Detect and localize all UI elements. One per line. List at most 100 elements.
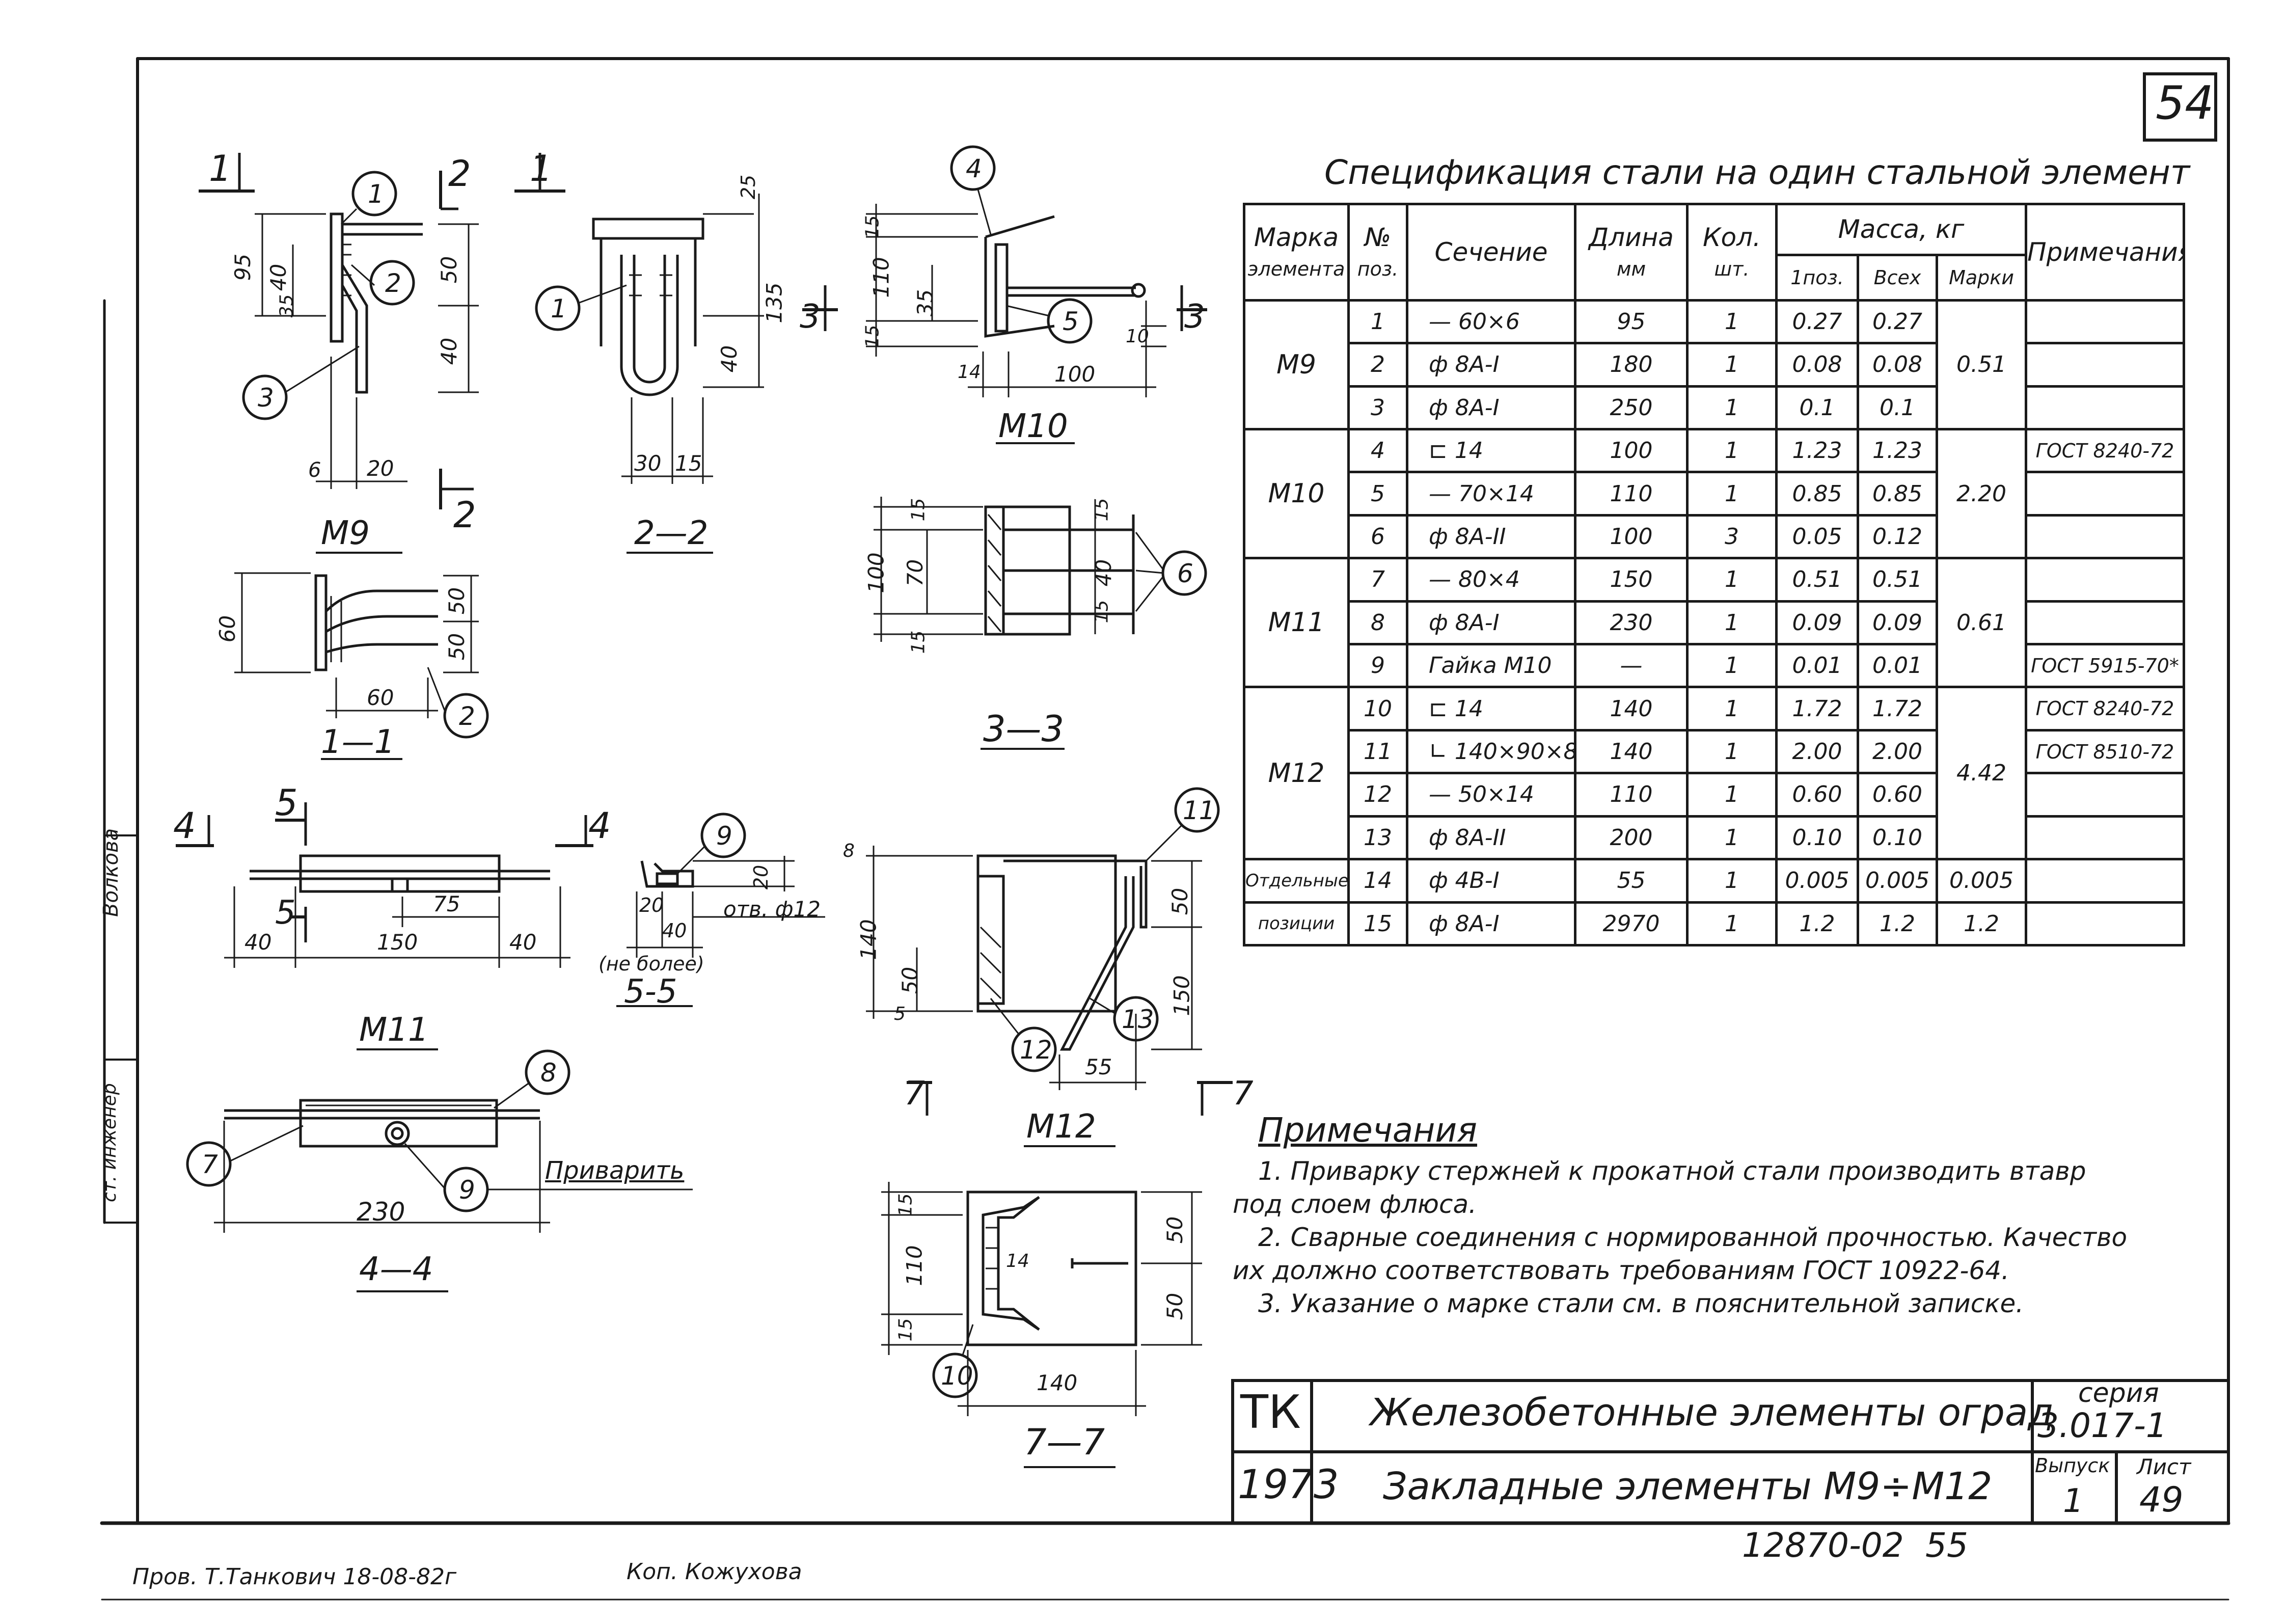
tb-series-label: серия [2078,1378,2159,1409]
m10-dim-15: 15 [862,215,883,239]
s55-hole: отв. ф12 [723,897,821,922]
cell-note: ГОСТ 8240-72 [2025,686,2185,732]
cell-length: 140 [1574,728,1689,775]
m12-dim-50b: 50 [1167,887,1193,915]
m11-dim-150: 150 [377,930,418,955]
cell-mass-1pos: 0.51 [1775,557,1859,603]
tb-series: 3.017-1 [2037,1406,2167,1445]
cell-pos: 8 [1347,600,1408,646]
s11-label: 1—1 [321,723,395,761]
cell-mass-mark: 1.2 [1936,901,2027,946]
callout-12: 12 [1020,1035,1052,1065]
section-4-4-drawing [186,1049,693,1292]
cell-length: — [1574,643,1689,689]
cell-qty: 1 [1686,772,1778,818]
section-mark-2b: 2 [453,494,476,536]
s77-label: 7—7 [1024,1421,1105,1463]
col-section: Сечение [1406,203,1576,302]
cell-pos: 13 [1347,815,1408,861]
cell-section: ф 8А-I [1406,600,1576,646]
m11-dim-40: 40 [244,930,272,955]
cell-note [2025,513,2185,560]
cell-qty: 1 [1686,385,1778,431]
cell-note [2025,299,2185,345]
callout-10: 10 [941,1361,973,1391]
col-mass-all: Всех [1857,253,1938,302]
cell-section: — 70×14 [1406,471,1576,517]
cell-mass-1pos: 0.01 [1775,643,1859,689]
cell-mass-all: 0.01 [1857,643,1938,689]
m12-dim-55: 55 [1085,1054,1112,1079]
m10-dim-110: 110 [868,257,894,298]
s22-dim-25: 25 [737,174,760,200]
cell-pos: 12 [1347,772,1408,818]
s11-dim-60: 60 [215,615,240,643]
m9-dim-20: 20 [367,456,394,481]
col-mass-1pos: 1поз. [1775,253,1859,302]
section-mark-2: 2 [448,153,471,195]
cell-mass-1pos: 0.10 [1775,815,1859,861]
cell-mark: М11 [1243,557,1350,689]
cell-section: Гайка М10 [1406,643,1576,689]
m10-dim-15b: 15 [862,324,883,348]
s77-dim-15: 15 [895,1193,916,1217]
tb-sheet: 49 [2139,1480,2184,1520]
s11-dim-50: 50 [444,587,470,615]
s55-max: (не более) [598,953,704,975]
cell-pos: 2 [1347,342,1408,388]
title-block-frame [1231,1379,2230,1525]
s33-dim-15b: 15 [908,630,929,654]
cell-mark: М12 [1243,686,1350,861]
cell-section: — 80×4 [1406,557,1576,603]
tb-org: ТК [1240,1386,1301,1439]
m11-drawing [176,802,593,1050]
cell-mass-all: 0.08 [1857,342,1938,388]
section-mark-5: 5 [275,782,298,824]
cell-length: 250 [1574,385,1689,431]
s77-dim-50: 50 [1162,1216,1188,1244]
s33-dim-100: 100 [863,552,889,593]
tb-issue: 1 [2063,1482,2084,1520]
m11-label: М11 [359,1011,429,1049]
cell-mass-1pos: 0.85 [1775,471,1859,517]
spec-title: Спецификация стали на один стальной элем… [1324,153,2190,192]
m9-dim-40: 40 [266,263,291,291]
tb-title-2: Закладные элементы М9÷М12 [1383,1465,1993,1508]
m9-label: М9 [321,515,370,552]
cell-pos: 7 [1347,557,1408,603]
cell-mass-1pos: 0.08 [1775,342,1859,388]
cell-mass-all: 2.00 [1857,728,1938,775]
cell-pos: 15 [1347,901,1408,946]
s33-dim-70: 70 [903,559,928,587]
section-mark-3b: 3 [1184,298,1205,336]
m12-dim-8: 8 [843,841,855,861]
note-line-4: их должно соответствовать требованиям ГО… [1233,1256,2009,1285]
cell-mass-all: 0.51 [1857,557,1938,603]
m10-drawing [802,145,1207,444]
section-5-5-drawing [616,813,825,1007]
m9-dim-95: 95 [230,253,256,281]
cell-note [2025,858,2185,904]
cell-qty: 1 [1686,299,1778,345]
footer-checked: Пров. Т.Танкович 18-08-82г [132,1564,457,1590]
cell-qty: 1 [1686,901,1778,946]
cell-mass-1pos: 1.23 [1775,428,1859,474]
cell-note [2025,815,2185,861]
cell-qty: 1 [1686,600,1778,646]
cell-mass-mark: 0.005 [1936,858,2027,904]
cell-mass-1pos: 0.005 [1775,858,1859,904]
cell-section: ф 4В-I [1406,858,1576,904]
m11-dim-40b: 40 [509,930,537,955]
tb-title-1: Железобетонные элементы оград [1370,1391,2054,1434]
cell-mass-1pos: 2.00 [1775,728,1859,775]
section-mark-4b: 4 [588,805,611,847]
note-line-3: 2. Сварные соединения с нормированной пр… [1258,1223,2128,1252]
cell-note [2025,557,2185,603]
